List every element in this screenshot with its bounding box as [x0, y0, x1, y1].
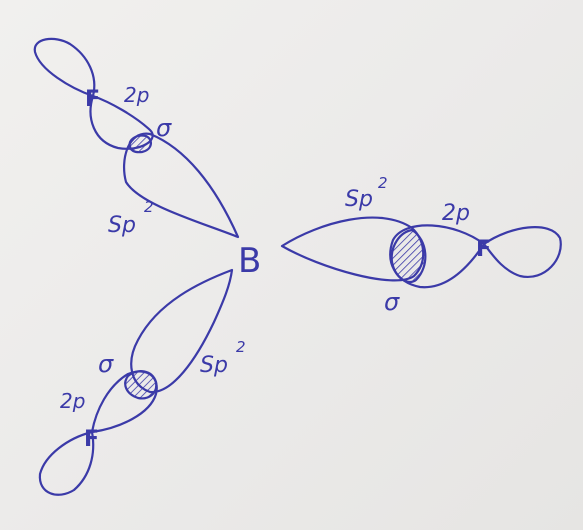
top-sigma-label: σ — [156, 114, 172, 142]
top-sp2-superscript: 2 — [144, 198, 154, 216]
right-2p-lobe-outer — [482, 226, 562, 279]
top-sigma-overlap — [128, 134, 152, 154]
bottom-2p-label: 2p — [60, 389, 85, 413]
top-sp2-label: Sp — [108, 213, 136, 238]
fluorine-top-label: F — [85, 87, 100, 112]
fluorine-right-label: F — [476, 237, 491, 262]
right-bond — [280, 216, 562, 289]
right-sp2-superscript: 2 — [378, 174, 388, 192]
bottom-2p-lobe-outer — [38, 430, 95, 496]
right-sigma-overlap — [390, 228, 427, 284]
top-bond — [33, 37, 240, 239]
boron-atom-label: B — [238, 241, 261, 281]
right-sigma-label: σ — [384, 288, 400, 316]
bottom-bond — [38, 268, 234, 496]
fluorine-bottom-label: F — [84, 427, 99, 452]
right-2p-label: 2p — [442, 201, 470, 226]
top-2p-lobe-outer — [33, 37, 96, 98]
bottom-sigma-overlap — [124, 370, 158, 400]
bottom-sigma-label: σ — [98, 350, 114, 378]
bottom-sp2-label: Sp — [200, 353, 228, 378]
right-sp2-label: Sp — [345, 187, 373, 212]
top-2p-label: 2p — [124, 83, 149, 107]
bottom-sp2-superscript: 2 — [236, 338, 246, 356]
